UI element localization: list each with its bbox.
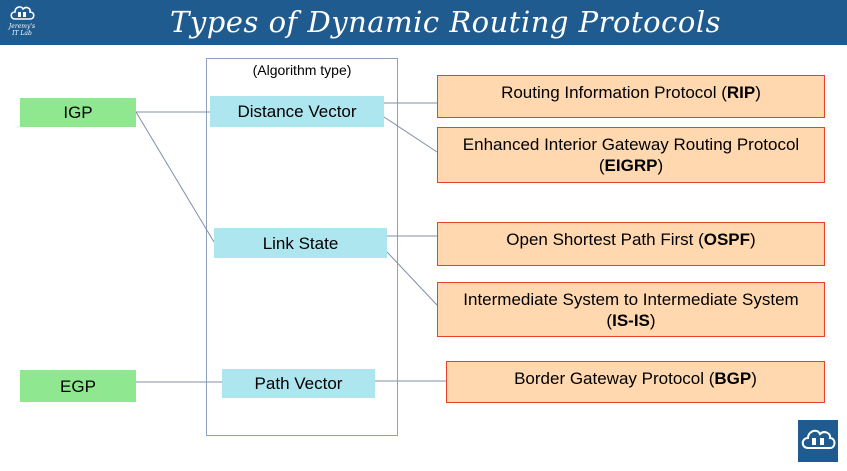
corner-logo (798, 420, 838, 462)
protocol-isis-name: Intermediate System to Intermediate Syst… (463, 290, 799, 330)
protocol-isis-abbr: IS-IS (612, 311, 650, 330)
cloud-lab-logo-icon (801, 429, 836, 449)
connector-igp-link-state (135, 111, 215, 243)
algorithm-link-state: Link State (214, 228, 387, 258)
protocol-rip: Routing Information Protocol (RIP) (437, 75, 825, 118)
algorithm-column-label: (Algorithm type) (252, 62, 352, 78)
cloud-lab-logo-icon (10, 6, 35, 20)
protocol-rip-close: ) (755, 83, 761, 102)
protocol-eigrp: Enhanced Interior Gateway Routing Protoc… (437, 127, 825, 183)
category-egp: EGP (20, 370, 136, 402)
protocol-ospf-abbr: OSPF (703, 230, 751, 249)
protocol-isis: Intermediate System to Intermediate Syst… (437, 282, 825, 337)
protocol-eigrp-close: ) (657, 156, 664, 175)
logo-text-line1: Jeremy's (8, 23, 36, 30)
protocol-isis-close: ) (649, 311, 656, 330)
page-title: Types of Dynamic Routing Protocols (170, 5, 721, 39)
protocol-ospf-close: ) (750, 230, 756, 249)
protocol-bgp-name: Border Gateway Protocol ( (514, 369, 715, 388)
algorithm-distance-vector: Distance Vector (210, 96, 384, 127)
protocol-eigrp-abbr: EIGRP (604, 156, 658, 175)
connector-distance-vector-eigrp (383, 116, 438, 153)
protocol-rip-abbr: RIP (726, 83, 756, 102)
protocol-bgp-abbr: BGP (714, 369, 752, 388)
algorithm-column-frame (206, 58, 398, 436)
protocol-ospf-name: Open Shortest Path First ( (506, 230, 704, 249)
protocol-rip-name: Routing Information Protocol ( (501, 83, 727, 102)
protocol-eigrp-name: Enhanced Interior Gateway Routing Protoc… (462, 135, 800, 175)
logo-text-line2: IT Lab (12, 30, 32, 37)
category-igp: IGP (20, 98, 136, 127)
connector-link-state-isis (386, 251, 438, 306)
protocol-bgp: Border Gateway Protocol (BGP) (446, 361, 825, 403)
protocol-ospf: Open Shortest Path First (OSPF) (437, 222, 825, 266)
header-bar: Jeremy's IT Lab Types of Dynamic Routing… (0, 0, 847, 45)
protocol-bgp-close: ) (751, 369, 757, 388)
algorithm-path-vector: Path Vector (222, 369, 375, 398)
logo: Jeremy's IT Lab (0, 0, 44, 45)
